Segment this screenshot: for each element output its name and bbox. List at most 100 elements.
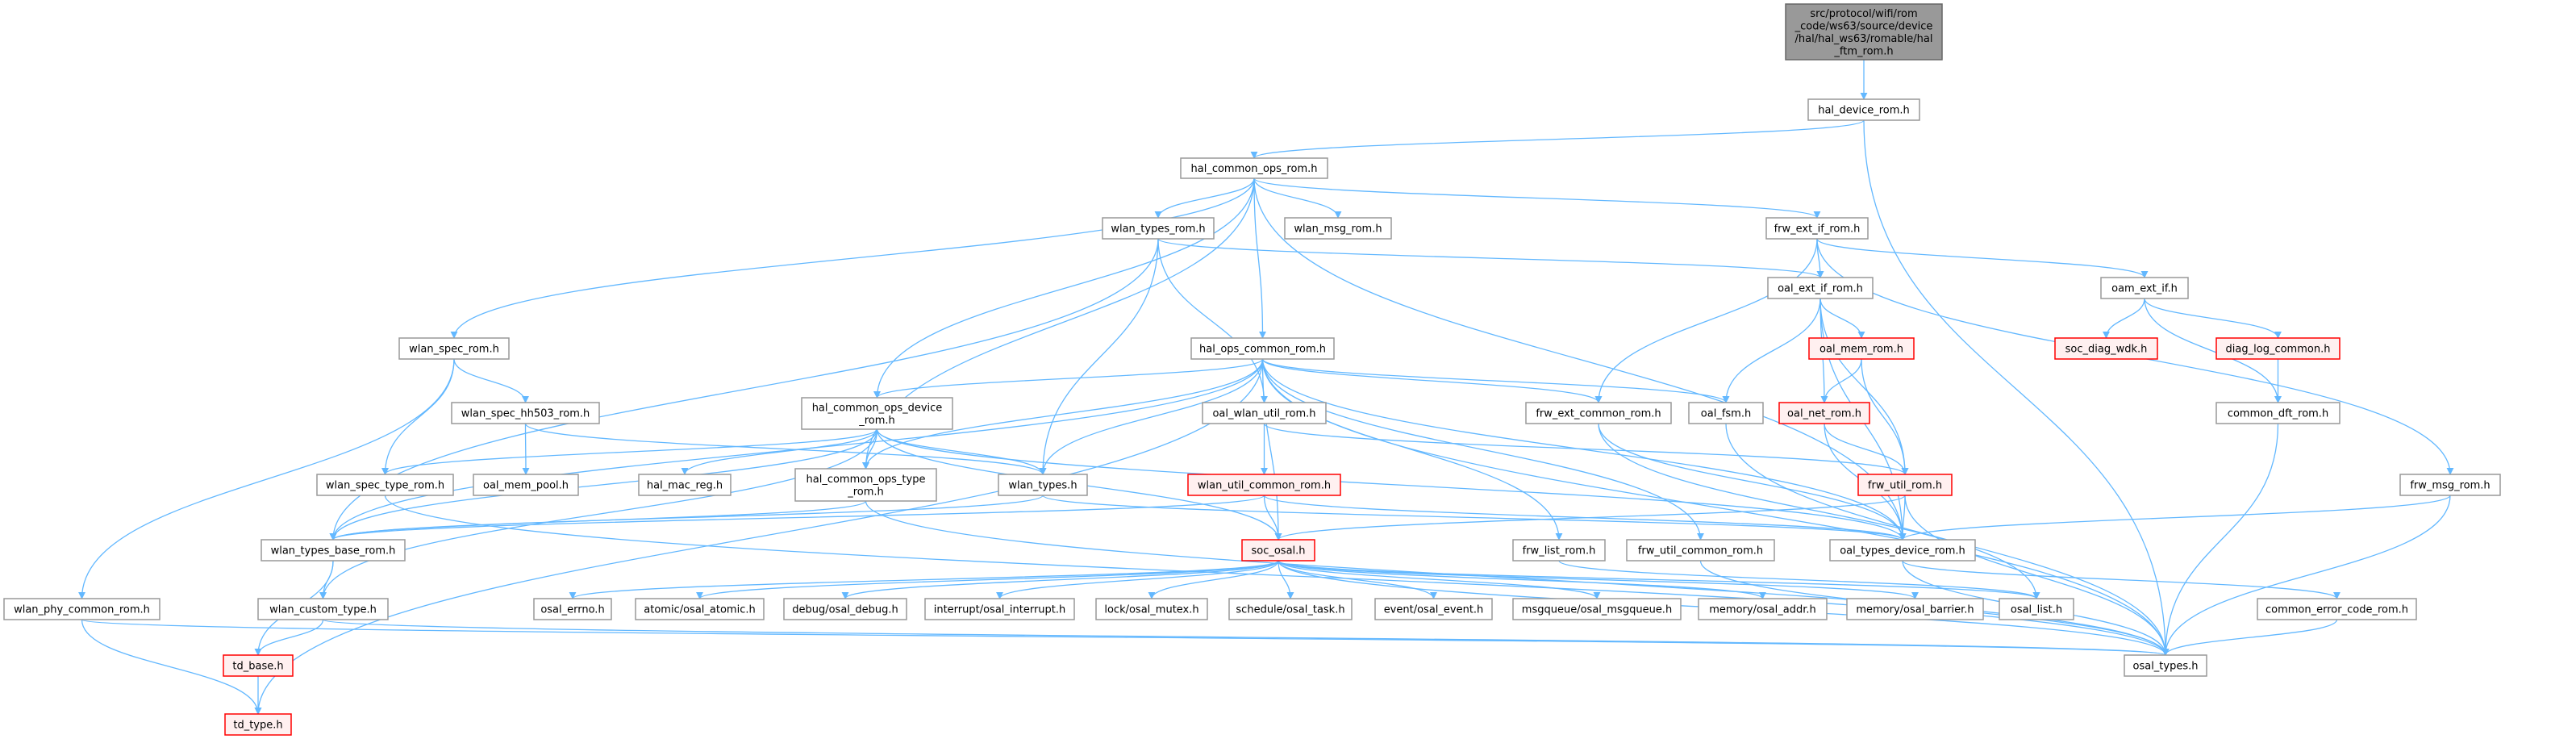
edge-hal_common_ops_device_rom-to-wlan_spec_type_rom — [381, 428, 878, 475]
node-box — [1190, 337, 1335, 360]
node-wlan-spec-hh503-rom[interactable]: wlan_spec_hh503_rom.h — [451, 402, 600, 424]
edge-soc_osal-to-osal_addr — [1278, 560, 1766, 599]
node-hal-device-rom[interactable]: hal_device_rom.h — [1807, 98, 1920, 121]
node-osal-types[interactable]: osal_types.h — [2124, 654, 2207, 677]
edge-wlan_types-to-oal_types_device_rom — [1042, 495, 1907, 541]
node-wlan-phy-common-rom[interactable]: wlan_phy_common_rom.h — [3, 598, 160, 620]
node-wlan-util-common-rom[interactable]: wlan_util_common_rom.h — [1187, 474, 1341, 496]
node-wlan-custom-type[interactable]: wlan_custom_type.h — [257, 598, 389, 620]
node-box — [635, 598, 765, 620]
node-frw-list-rom[interactable]: frw_list_rom.h — [1512, 539, 1606, 562]
edge-wlan_spec_rom-to-wlan_spec_hh503_rom — [453, 358, 529, 403]
node-label: schedule/osal_task.h — [1236, 604, 1344, 616]
node-hal-common-ops-type-rom[interactable]: hal_common_ops_type_rom.h — [794, 468, 937, 502]
node-soc-osal[interactable]: soc_osal.h — [1241, 539, 1315, 562]
node-label: osal_list.h — [2011, 604, 2062, 616]
node-label: oam_ext_if.h — [2111, 283, 2178, 295]
node-frw-util-rom[interactable]: frw_util_rom.h — [1857, 474, 1953, 496]
node-wlan-msg-rom[interactable]: wlan_msg_rom.h — [1284, 217, 1392, 240]
node-wlan-types-rom[interactable]: wlan_types_rom.h — [1102, 217, 1215, 240]
node-diag-log-common[interactable]: diag_log_common.h — [2215, 337, 2340, 360]
node-oal-types-device-rom[interactable]: oal_types_device_rom.h — [1829, 539, 1976, 562]
edge-wlan_types_rom-to-oal_ext_if_rom — [1157, 238, 1824, 278]
node-oam-ext-if[interactable]: oam_ext_if.h — [2100, 277, 2189, 299]
node-box — [1765, 217, 1869, 240]
node-oal-net-rom[interactable]: oal_net_rom.h — [1778, 402, 1870, 424]
node-wlan-types-base-rom[interactable]: wlan_types_base_rom.h — [261, 539, 406, 562]
node-wlan-types[interactable]: wlan_types.h — [998, 474, 1088, 496]
node-label: src/protocol/wifi/rom_code/ws63/source/d… — [1794, 8, 1933, 58]
node-td-type[interactable]: td_type.h — [224, 713, 292, 736]
node-osal-list[interactable]: osal_list.h — [1999, 598, 2074, 620]
node-osal-interrupt[interactable]: interrupt/osal_interrupt.h — [924, 598, 1075, 620]
node-label: memory/osal_barrier.h — [1856, 604, 1974, 616]
node-frw-msg-rom[interactable]: frw_msg_rom.h — [2399, 474, 2501, 496]
edge-frw_list_rom-to-osal_list — [1558, 560, 2040, 599]
node-frw-ext-common-rom[interactable]: frw_ext_common_rom.h — [1525, 402, 1672, 424]
node-osal-debug[interactable]: debug/osal_debug.h — [783, 598, 907, 620]
node-oal-ext-if-rom[interactable]: oal_ext_if_rom.h — [1767, 277, 1874, 299]
node-label: osal_errno.h — [540, 604, 604, 616]
node-common-dft-rom[interactable]: common_dft_rom.h — [2215, 402, 2340, 424]
node-osal-event[interactable]: event/osal_event.h — [1374, 598, 1493, 620]
node-td-base[interactable]: td_base.h — [223, 654, 294, 677]
node-hal-common-ops-device-rom[interactable]: hal_common_ops_device_rom.h — [801, 397, 953, 430]
edge-hal_device_rom-to-hal_common_ops_rom — [1250, 119, 1865, 159]
node-wlan-spec-type-rom[interactable]: wlan_spec_type_rom.h — [316, 474, 454, 496]
node-box — [316, 474, 454, 496]
node-soc-diag-wdk[interactable]: soc_diag_wdk.h — [2054, 337, 2158, 360]
node-oal-fsm[interactable]: oal_fsm.h — [1688, 402, 1764, 424]
node-box — [1374, 598, 1493, 620]
edge-wlan_util_common_rom-to-wlan_types_base_rom — [329, 495, 1265, 541]
node-box — [1999, 598, 2074, 620]
node-hal-mac-reg[interactable]: hal_mac_reg.h — [638, 474, 732, 496]
node-label: wlan_types_base_rom.h — [271, 545, 396, 557]
edge-hal_common_ops_device_rom-to-wlan_types — [876, 428, 1047, 475]
node-osal-errno[interactable]: osal_errno.h — [533, 598, 612, 620]
node-box — [224, 713, 292, 736]
node-osal-barrier[interactable]: memory/osal_barrier.h — [1846, 598, 1984, 620]
node-box — [1202, 402, 1327, 424]
node-common-error-code-rom[interactable]: common_error_code_rom.h — [2257, 598, 2417, 620]
edge-oal_net_rom-to-frw_util_rom — [1824, 423, 1909, 475]
node-box — [1512, 598, 1682, 620]
node-box — [533, 598, 612, 620]
node-root[interactable]: src/protocol/wifi/rom_code/ws63/source/d… — [1785, 3, 1943, 61]
node-box — [1284, 217, 1392, 240]
node-label: hal_device_rom.h — [1818, 105, 1910, 117]
node-box — [1525, 402, 1672, 424]
node-label: wlan_phy_common_rom.h — [14, 604, 150, 616]
node-wlan-spec-rom[interactable]: wlan_spec_rom.h — [398, 337, 510, 360]
edge-wlan_custom_type-to-td_base — [254, 619, 324, 656]
node-box — [801, 397, 953, 430]
node-box — [1829, 539, 1976, 562]
node-label: wlan_util_common_rom.h — [1198, 480, 1331, 492]
edge-hal_ops_common_rom-to-hal_common_ops_type_rom — [862, 358, 1264, 470]
node-box — [3, 598, 160, 620]
node-label: oal_ext_if_rom.h — [1778, 283, 1863, 295]
node-frw-ext-if-rom[interactable]: frw_ext_if_rom.h — [1765, 217, 1869, 240]
node-oal-mem-pool[interactable]: oal_mem_pool.h — [473, 474, 579, 496]
node-label: oal_wlan_util_rom.h — [1212, 408, 1315, 420]
node-osal-mutex[interactable]: lock/osal_mutex.h — [1095, 598, 1208, 620]
edge-hal_ops_common_rom-to-td_type — [254, 358, 1264, 715]
edge-hal_common_ops_rom-to-wlan_msg_rom — [1253, 177, 1342, 219]
node-osal-task[interactable]: schedule/osal_task.h — [1228, 598, 1353, 620]
edge-soc_osal-to-osal_debug — [841, 560, 1279, 599]
node-osal-addr[interactable]: memory/osal_addr.h — [1698, 598, 1828, 620]
node-osal-msgqueue[interactable]: msgqueue/osal_msgqueue.h — [1512, 598, 1682, 620]
node-frw-util-common-rom[interactable]: frw_util_common_rom.h — [1626, 539, 1775, 562]
edge-soc_osal-to-osal_barrier — [1278, 560, 1919, 599]
node-osal-atomic[interactable]: atomic/osal_atomic.h — [635, 598, 765, 620]
node-box — [1807, 98, 1920, 121]
edge-common_dft_rom-to-osal_types — [2161, 423, 2279, 656]
node-box — [1187, 474, 1341, 496]
node-label: common_dft_rom.h — [2228, 408, 2328, 420]
node-label: td_type.h — [233, 720, 282, 732]
node-hal-ops-common-rom[interactable]: hal_ops_common_rom.h — [1190, 337, 1335, 360]
node-oal-mem-rom[interactable]: oal_mem_rom.h — [1808, 337, 1915, 360]
edge-hal_ops_common_rom-to-wlan_types — [1039, 358, 1264, 475]
node-label: lock/osal_mutex.h — [1104, 604, 1198, 616]
node-oal-wlan-util-rom[interactable]: oal_wlan_util_rom.h — [1202, 402, 1327, 424]
node-hal-common-ops-rom[interactable]: hal_common_ops_rom.h — [1180, 157, 1328, 179]
